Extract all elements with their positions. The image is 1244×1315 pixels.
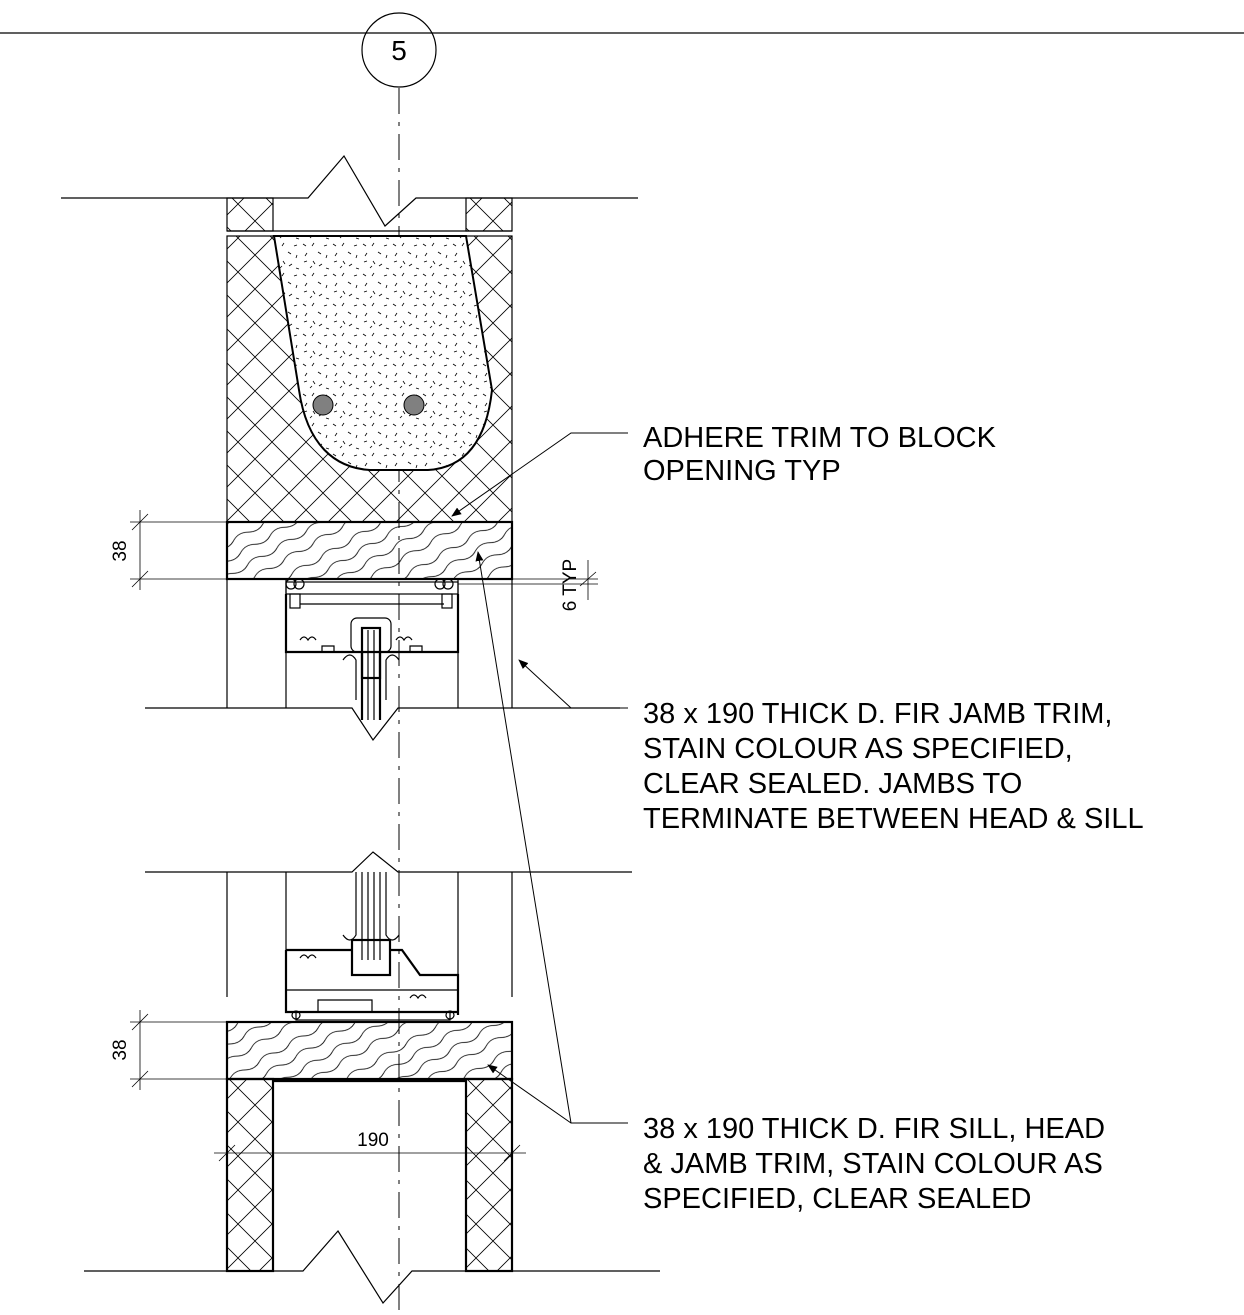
note-sill-trim-line-3: SPECIFIED, CLEAR SEALED: [643, 1183, 1031, 1215]
head-window-frame: [284, 578, 460, 720]
head-bottom-break-line: [145, 707, 620, 742]
grid-marker-label: 5: [391, 35, 407, 66]
head-trim: [225, 520, 514, 581]
note-jamb-trim-line-2: STAIN COLOUR AS SPECIFIED,: [643, 733, 1073, 765]
note-sill-trim-line-2: & JAMB TRIM, STAIN COLOUR AS: [643, 1148, 1103, 1180]
dimension-head-trim: 38: [110, 510, 227, 590]
note-jamb-trim-line-1: 38 x 190 THICK D. FIR JAMB TRIM,: [643, 698, 1112, 730]
sill-top-break-line: [145, 851, 632, 873]
dimension-width-label: 190: [357, 1130, 389, 1151]
note-adhere-trim: ADHERE TRIM TO BLOCK OPENING TYP: [643, 422, 1004, 487]
note-sill-trim: 38 x 190 THICK D. FIR SILL, HEAD & JAMB …: [643, 1113, 1113, 1215]
grid-marker: 5: [361, 12, 437, 88]
rebar-right: [403, 394, 425, 416]
note-jamb-trim-line-4: TERMINATE BETWEEN HEAD & SILL: [643, 803, 1144, 835]
note-jamb-trim-line-3: CLEAR SEALED. JAMBS TO: [643, 768, 1022, 800]
note-adhere-trim-line-2: OPENING TYP: [643, 455, 841, 487]
dimension-gap-label: 6 TYP: [560, 559, 581, 611]
rebar-left: [312, 394, 334, 416]
head-left-cap: [226, 197, 274, 232]
leader-jamb-trim: [518, 659, 628, 709]
sill-window-frame: [284, 872, 460, 1021]
head-break-line: [61, 154, 638, 227]
dimension-gap: 6 TYP: [458, 559, 598, 611]
note-adhere-trim-line-1: ADHERE TRIM TO BLOCK: [643, 422, 997, 454]
note-sill-trim-line-1: 38 x 190 THICK D. FIR SILL, HEAD: [643, 1113, 1105, 1145]
sill-trim: [225, 1020, 514, 1081]
sill-block-left-web: [225, 1077, 275, 1273]
leader-sill-trim-to-head: [475, 551, 572, 1124]
sill-block-right-web: [464, 1077, 514, 1273]
dimension-head-trim-label: 38: [110, 540, 131, 561]
dimension-sill-trim: 38: [110, 1010, 227, 1090]
head-right-cap: [465, 197, 513, 232]
dimension-width: 190: [214, 1130, 526, 1162]
dimension-sill-trim-label: 38: [110, 1039, 131, 1060]
note-jamb-trim: 38 x 190 THICK D. FIR JAMB TRIM, STAIN C…: [643, 698, 1144, 835]
sill-bottom-break-line: [84, 1229, 660, 1304]
leader-adhere-trim: [451, 432, 628, 517]
